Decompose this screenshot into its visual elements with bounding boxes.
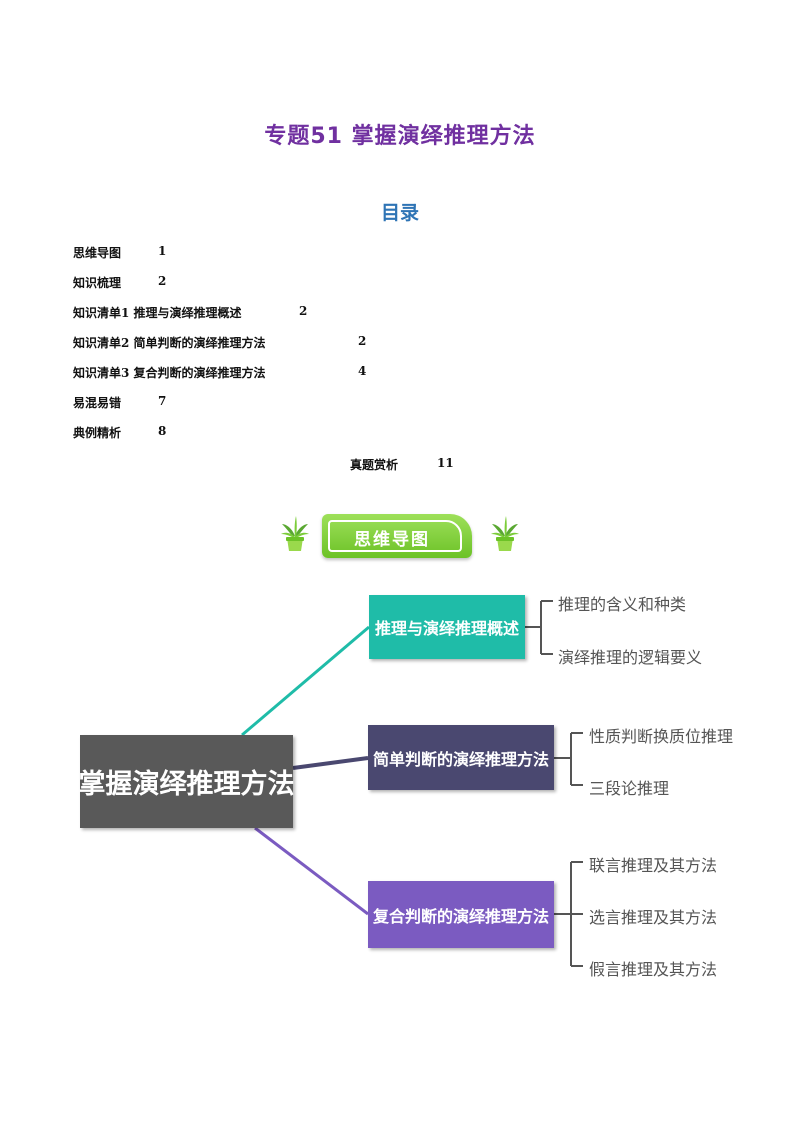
document-title: 专题51 掌握演绎推理方法 — [264, 124, 536, 149]
mindmap-branch-2: 简单判断的演绎推理方法 — [368, 725, 554, 790]
toc-entry-label: 典例精析 — [73, 426, 122, 440]
mindmap-branch-3: 复合判断的演绎推理方法 — [368, 881, 554, 948]
mindmap-leaf: 推理的含义和种类 — [558, 595, 687, 614]
connector-branch-2 — [292, 756, 369, 770]
mindmap-leaf: 假言推理及其方法 — [589, 960, 718, 979]
bracket-branch-1 — [525, 600, 553, 655]
toc-entry-label: 知识清单2 简单判断的演绎推理方法 — [73, 336, 266, 350]
toc-entry-label: 思维导图 — [73, 246, 122, 260]
connector-branch-3 — [254, 826, 369, 916]
toc-entry-label: 知识梳理 — [73, 276, 122, 290]
mindmap-branch-1: 推理与演绎推理概述 — [369, 595, 525, 659]
toc-entry-label: 知识清单1 推理与演绎推理概述 — [73, 306, 242, 320]
mindmap-leaf: 联言推理及其方法 — [589, 856, 718, 875]
potted-plant-icon — [281, 516, 309, 551]
connector-branch-1 — [241, 625, 370, 737]
mindmap-leaf: 性质判断换质位推理 — [589, 727, 734, 746]
toc-entry-label: 真题赏析 — [350, 458, 399, 472]
toc-entry-label: 知识清单3 复合判断的演绎推理方法 — [73, 366, 266, 380]
mindmap-root: 掌握演绎推理方法 — [79, 735, 295, 828]
toc-entry-page: 2 — [158, 274, 167, 288]
toc-entry-page: 2 — [358, 334, 367, 348]
toc-entry-page: 11 — [437, 456, 454, 470]
toc-entry-page: 2 — [299, 304, 308, 318]
badge-border — [328, 520, 462, 552]
mindmap-leaf: 选言推理及其方法 — [589, 908, 718, 927]
section-badge-label: 思维导图 — [354, 530, 430, 550]
mindmap-leaf: 三段论推理 — [589, 779, 670, 798]
section-badge: 思维导图 — [322, 514, 472, 558]
toc-entry-page: 8 — [158, 424, 167, 438]
bracket-branch-3 — [554, 861, 583, 967]
toc-entry-page: 7 — [158, 394, 167, 408]
mindmap-leaf: 演绎推理的逻辑要义 — [558, 648, 703, 667]
toc-entry-page: 4 — [358, 364, 367, 378]
toc-heading: 目录 — [380, 202, 419, 224]
toc-entry-page: 1 — [158, 244, 167, 258]
bracket-branch-2 — [554, 732, 583, 786]
toc-entry-label: 易混易错 — [73, 396, 122, 410]
potted-plant-icon — [491, 516, 519, 551]
